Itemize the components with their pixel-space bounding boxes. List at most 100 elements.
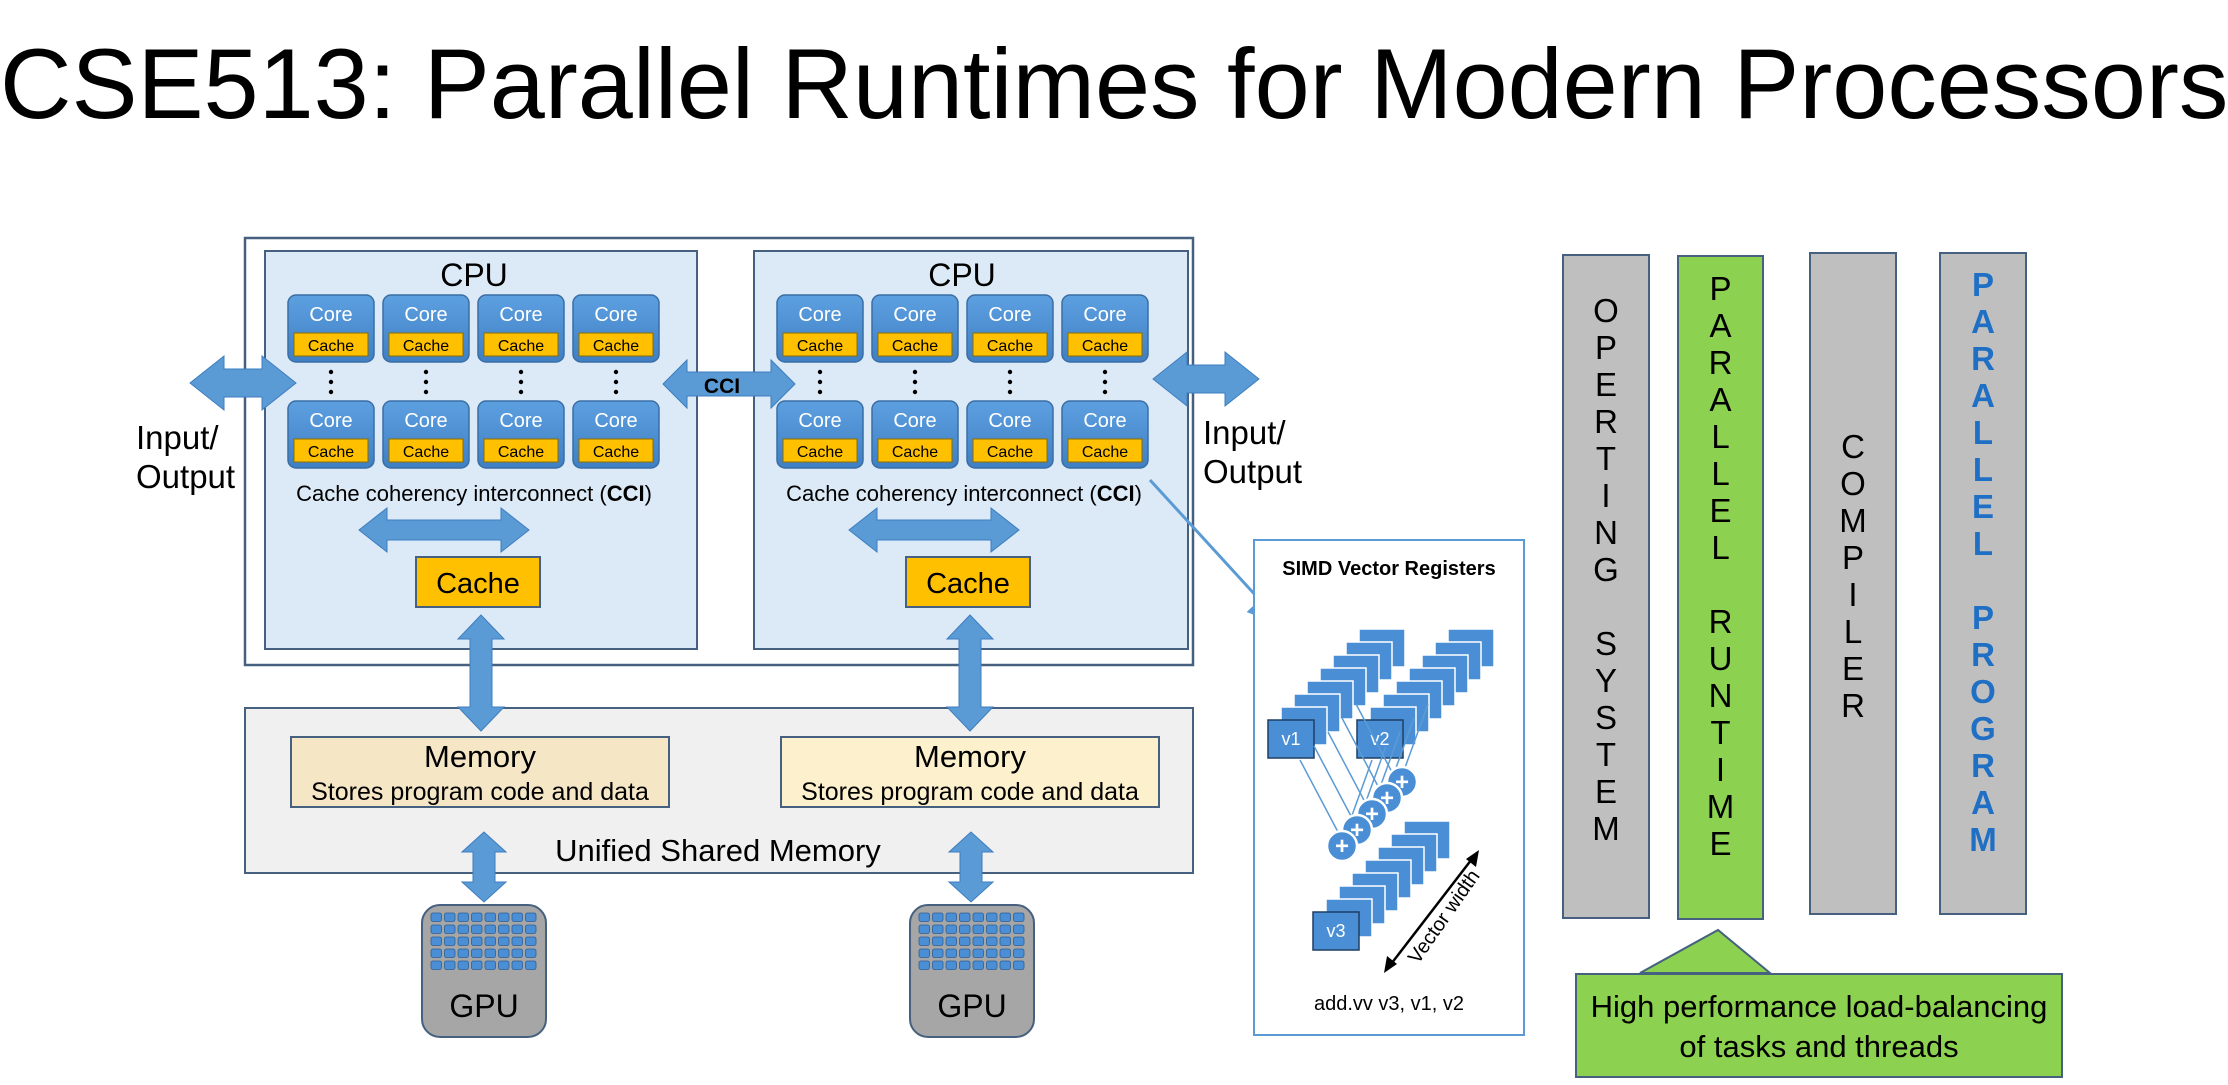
io-arrow-right bbox=[1152, 350, 1260, 408]
gpu-core-cell bbox=[484, 948, 496, 958]
vector-register-lane bbox=[1267, 719, 1315, 759]
stack-letter: A bbox=[1971, 784, 1995, 821]
cci-double-arrow bbox=[848, 506, 1020, 554]
gpu-core-cell bbox=[471, 912, 483, 922]
stack-letter: L bbox=[1843, 613, 1863, 650]
slide-title: CSE513: Parallel Runtimes for Modern Pro… bbox=[0, 28, 2228, 139]
stack-letter: R bbox=[1971, 747, 1995, 784]
gpu-core-cell bbox=[999, 924, 1011, 934]
core-cache-label: Cache bbox=[892, 338, 938, 355]
ellipsis-dot bbox=[1007, 369, 1013, 375]
shared-cache-label: Cache bbox=[926, 568, 1010, 600]
memory-subtitle: Stores program code and data bbox=[311, 778, 649, 806]
core-label: Core bbox=[499, 304, 542, 326]
stack-letter bbox=[1679, 568, 1762, 605]
stack-letter: U bbox=[1708, 640, 1733, 677]
ellipsis-dot bbox=[328, 369, 334, 375]
core-label: Core bbox=[404, 304, 447, 326]
gpu-core-cell bbox=[945, 948, 957, 958]
lane-arrow bbox=[1327, 731, 1367, 805]
stack-letter: O bbox=[1840, 465, 1866, 502]
lane-arrow bbox=[1341, 717, 1381, 791]
cpu-panel-right: CPU CoreCacheCoreCacheCoreCacheCoreCache… bbox=[753, 250, 1189, 650]
ellipsis-dot bbox=[613, 389, 619, 395]
stack-letter: A bbox=[1971, 303, 1995, 340]
stack-letter: E bbox=[1709, 825, 1732, 862]
ellipsis-dot bbox=[518, 369, 524, 375]
stack-letter: E bbox=[1594, 773, 1617, 810]
gpu-core-cell bbox=[457, 960, 469, 970]
gpu-core-cell bbox=[511, 948, 523, 958]
gpu-core-cell bbox=[471, 960, 483, 970]
stack-letter: O bbox=[1970, 673, 1996, 710]
gpu-core-cell bbox=[498, 960, 510, 970]
gpu-core-cell bbox=[498, 924, 510, 934]
core-cache-label: Cache bbox=[498, 444, 544, 461]
gpu-core-cell bbox=[511, 960, 523, 970]
core-cache-label: Cache bbox=[797, 444, 843, 461]
stack-letter: G bbox=[1593, 551, 1619, 588]
stack-letter: S bbox=[1594, 625, 1617, 662]
stack-letter: R bbox=[1971, 636, 1995, 673]
gpu-core-cell bbox=[918, 924, 930, 934]
simd-title: SIMD Vector Registers bbox=[1282, 558, 1495, 580]
stack-letter: N bbox=[1594, 514, 1618, 551]
gpu-core-cell bbox=[959, 948, 971, 958]
core-cache-label: Cache bbox=[308, 444, 354, 461]
cci-caption: Cache coherency interconnect (CCI) bbox=[296, 481, 652, 506]
ellipsis-dot bbox=[423, 369, 429, 375]
cpu-label: CPU bbox=[928, 257, 996, 293]
stack-letter: R bbox=[1708, 603, 1733, 640]
add-op-circle bbox=[1325, 829, 1359, 863]
gpu-core-cell bbox=[999, 960, 1011, 970]
gpu-core-cell bbox=[525, 960, 537, 970]
ellipsis-dot bbox=[613, 379, 619, 385]
core-label: Core bbox=[499, 410, 542, 432]
runtime-note: High performance load-balancing of tasks… bbox=[1575, 973, 2063, 1078]
ellipsis-dot bbox=[817, 369, 823, 375]
gpu-core-cell bbox=[484, 912, 496, 922]
io-arrow-left bbox=[189, 354, 297, 412]
ellipsis-dot bbox=[328, 379, 334, 385]
core-label: Core bbox=[309, 304, 352, 326]
memory-box-left: Memory Stores program code and data bbox=[290, 736, 670, 808]
gpu-core-cell bbox=[457, 936, 469, 946]
gpu-core-cell bbox=[999, 912, 1011, 922]
gpu-core-cell bbox=[498, 936, 510, 946]
gpu-core-cell bbox=[986, 924, 998, 934]
core-label: Core bbox=[988, 410, 1031, 432]
stack-letter: P bbox=[1594, 329, 1617, 366]
stack-letter: E bbox=[1709, 492, 1732, 529]
core-cache-label: Cache bbox=[987, 444, 1033, 461]
gpu-core-cell bbox=[959, 912, 971, 922]
stack-letter: R bbox=[1708, 344, 1733, 381]
core-cache-label: Cache bbox=[403, 338, 449, 355]
gpu-core-cell bbox=[444, 948, 456, 958]
core-cache-label: Cache bbox=[987, 338, 1033, 355]
gpu-core-cell bbox=[945, 912, 957, 922]
gpu-core-cell bbox=[1013, 948, 1025, 958]
memory-gpu-arrow-left bbox=[460, 831, 508, 903]
lane-arrow bbox=[1355, 703, 1395, 777]
plus-sign: + bbox=[1335, 833, 1349, 860]
gpu-core-cell bbox=[525, 912, 537, 922]
gpu-core-cell bbox=[959, 924, 971, 934]
gpu-core-cell bbox=[932, 924, 944, 934]
stack-letter: L bbox=[1711, 529, 1730, 566]
shared-cache-label: Cache bbox=[436, 568, 520, 600]
core-label: Core bbox=[594, 304, 637, 326]
gpu-core-cell bbox=[945, 960, 957, 970]
gpu-core-cell bbox=[511, 924, 523, 934]
memory-gpu-arrow-right bbox=[947, 831, 995, 903]
stack-letter: A bbox=[1971, 377, 1995, 414]
core-cache-label: Cache bbox=[308, 338, 354, 355]
